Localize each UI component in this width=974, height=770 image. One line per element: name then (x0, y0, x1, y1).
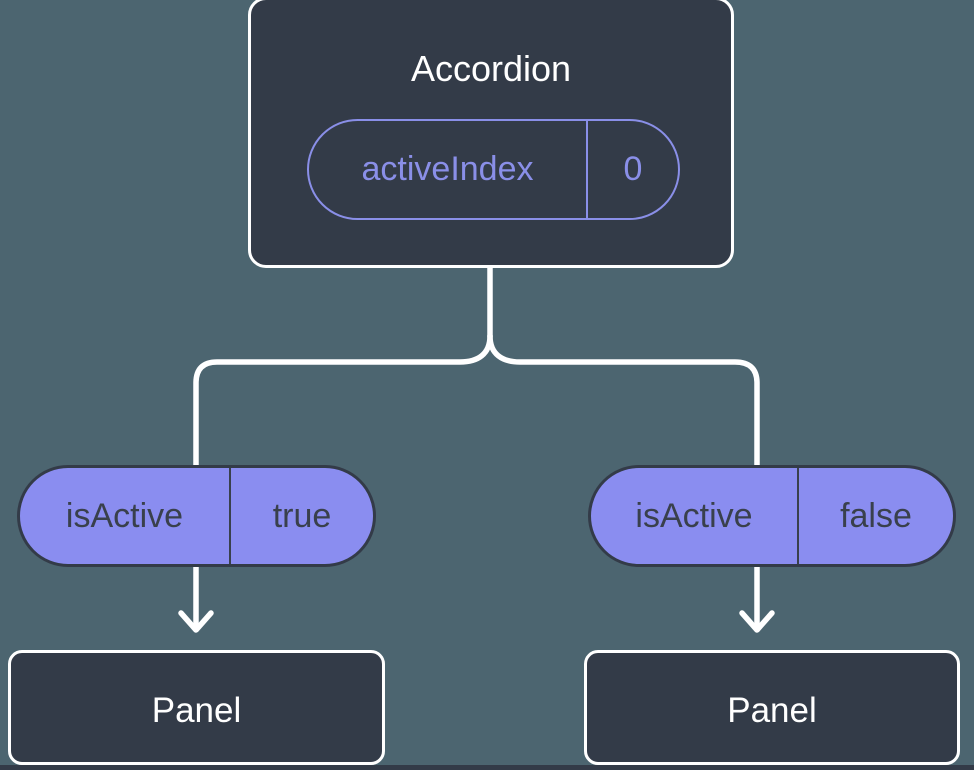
branch-left-line (193, 333, 493, 470)
prop-pill-left: isActive true (17, 465, 376, 567)
prop-pill-right: isActive false (588, 465, 956, 567)
state-name-label: activeIndex (361, 150, 534, 188)
prop-value-label: true (229, 468, 373, 564)
prop-name-label: isActive (65, 496, 184, 535)
panel-node-left: Panel (8, 650, 385, 765)
accordion-node: Accordion activeIndex 0 (248, 0, 734, 268)
prop-name-label: isActive (635, 496, 753, 535)
cropped-element-edge (0, 765, 974, 770)
state-value-label: 0 (586, 121, 678, 218)
accordion-node-title: Accordion (410, 48, 572, 89)
arrow-left-head (178, 610, 214, 633)
panel-node-title: Panel (151, 691, 242, 730)
state-pill: activeIndex 0 (307, 119, 680, 220)
panel-node-title: Panel (727, 691, 817, 730)
branch-right-line (487, 333, 760, 470)
arrow-right-head (739, 610, 775, 633)
prop-value-label: false (797, 468, 953, 564)
panel-node-right: Panel (584, 650, 960, 765)
